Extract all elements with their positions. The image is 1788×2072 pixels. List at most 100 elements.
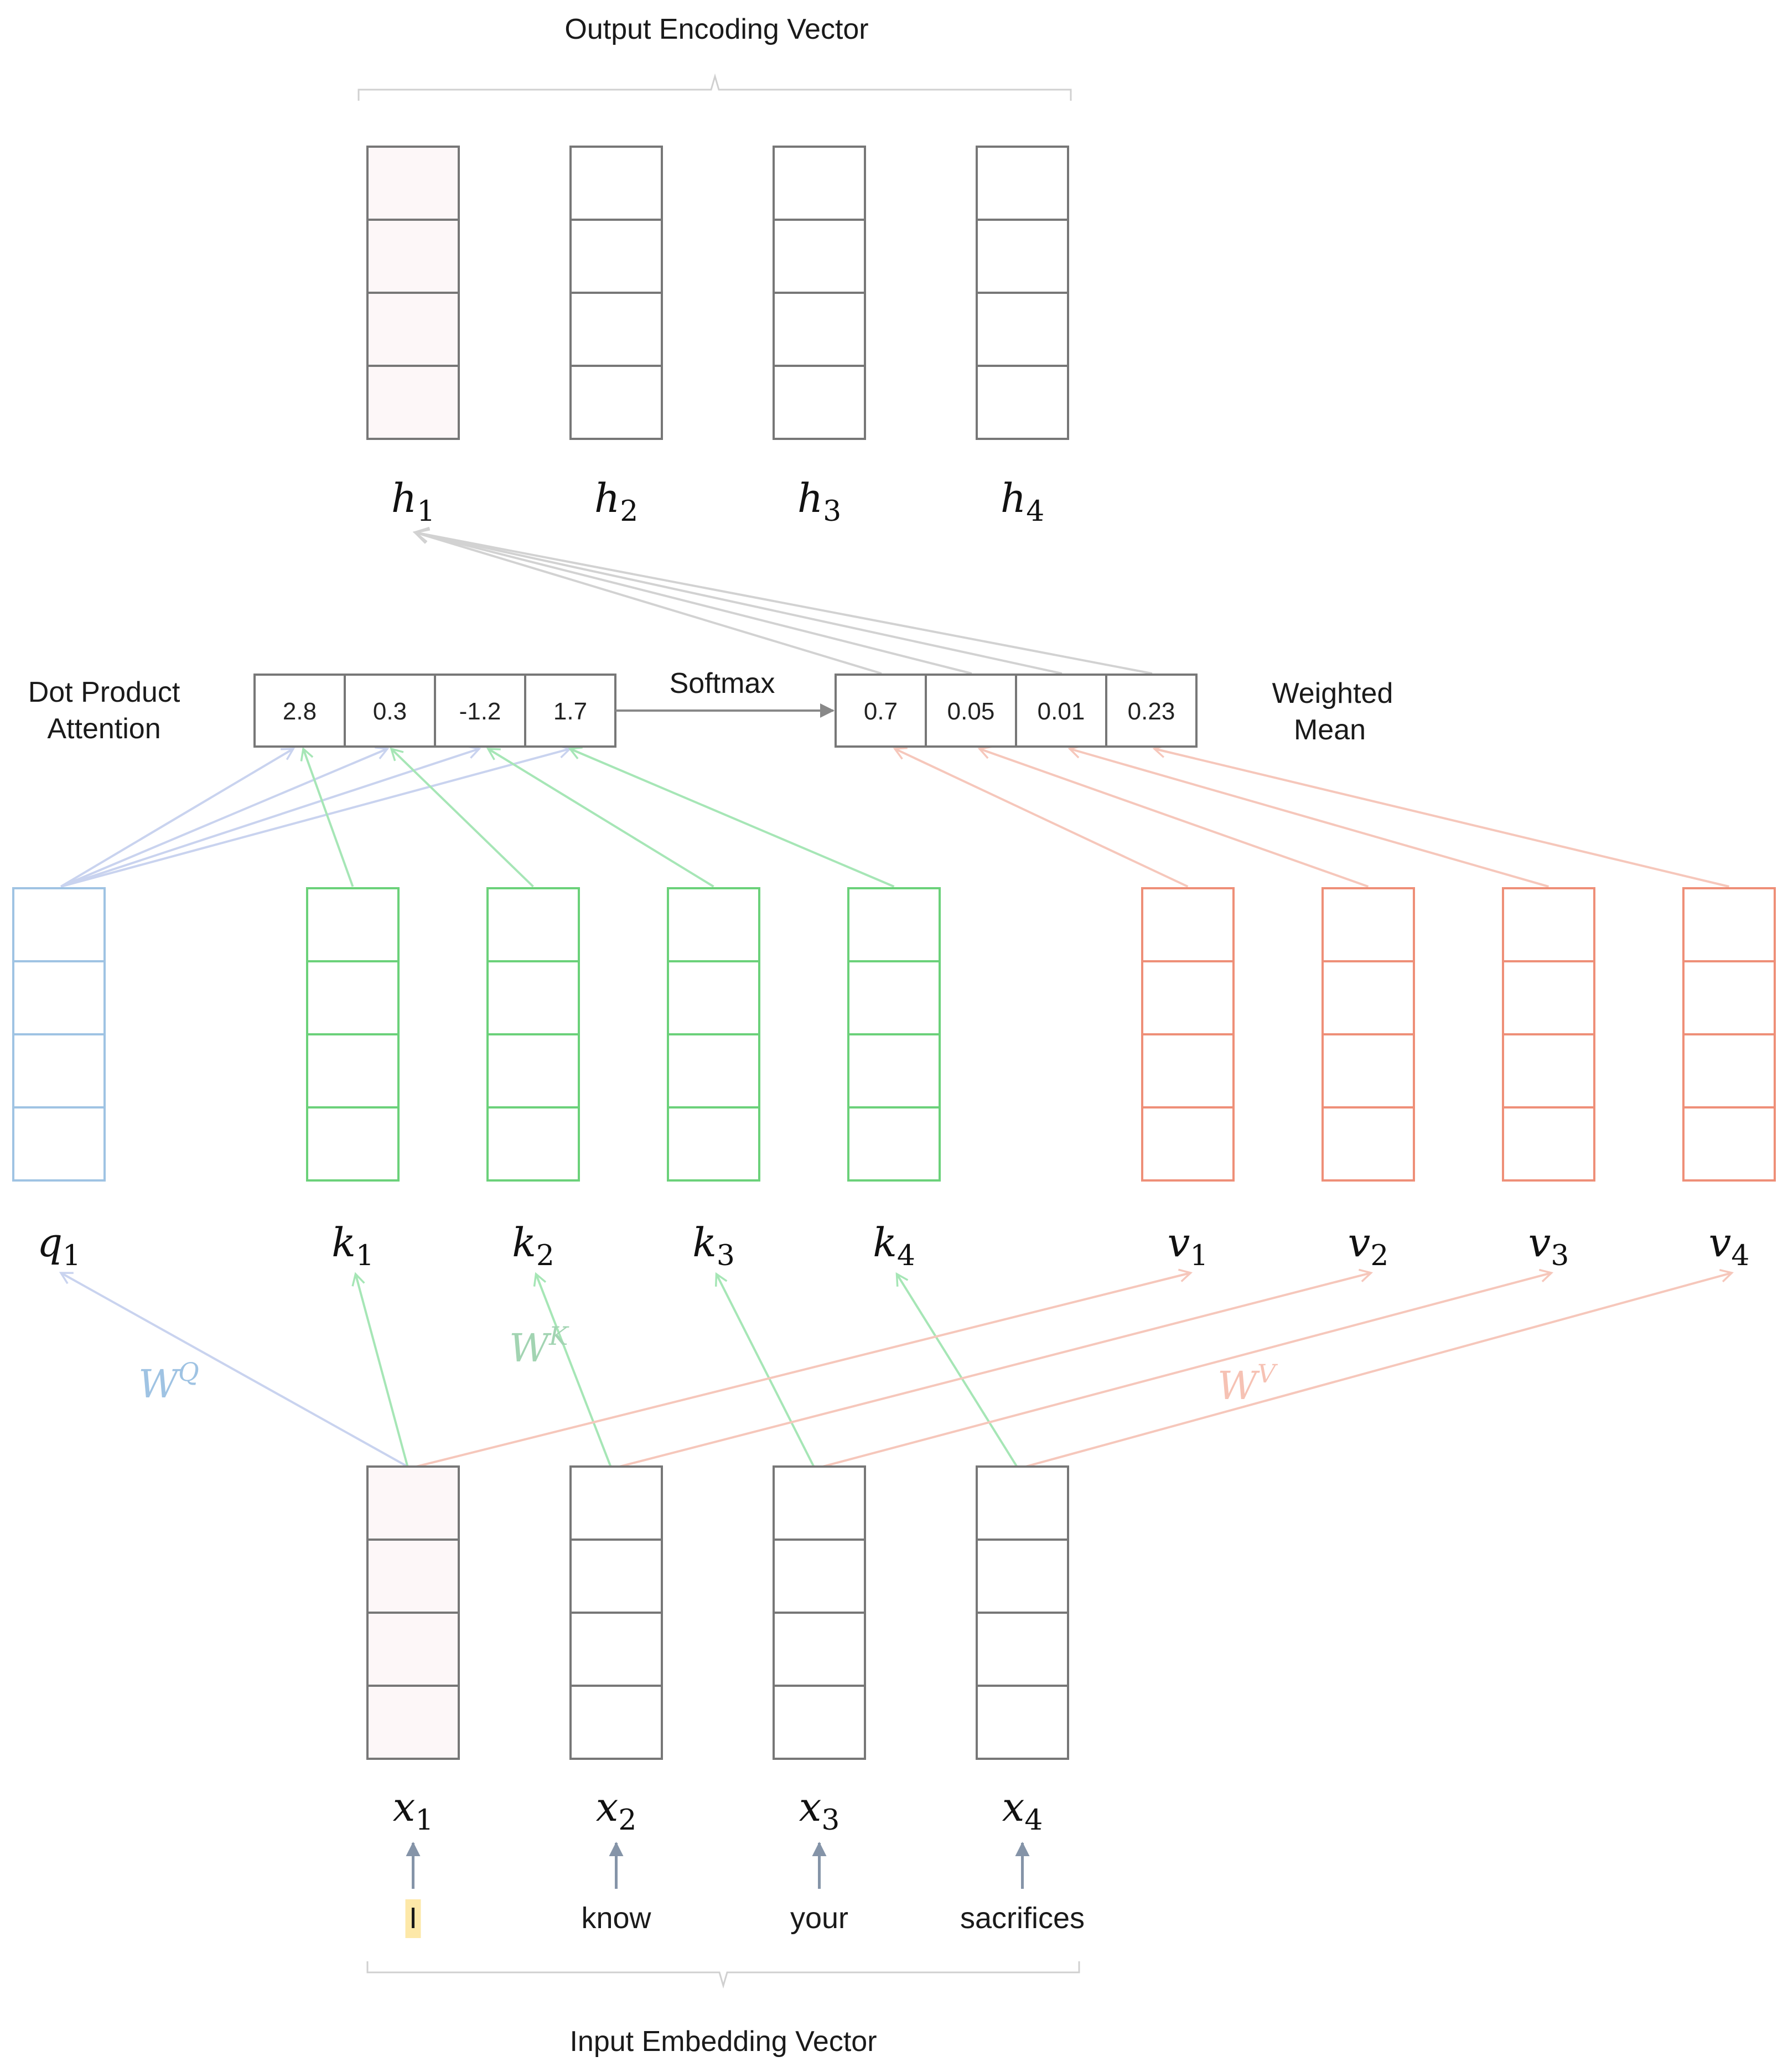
output-label-h4: h4 [1001,475,1044,528]
value-label-v3-base: v [1528,1219,1551,1266]
query-vector-q1-cell [12,887,106,962]
key-label-k4-base: k [873,1219,897,1266]
output-brace [357,73,1072,101]
key-projection-arrow-3 [714,1272,815,1467]
key-vector-k3-cell [667,1033,760,1108]
value-vector-v4-cell [1682,1033,1776,1108]
output-vector-h1 [366,146,460,440]
output-label-h3-base: h [797,475,823,521]
output-label-h4-subscript: 4 [1026,495,1044,528]
input-vector-x3-cell [773,1465,866,1541]
value-projection-arrow-4 [1025,1268,1734,1468]
softmax-weight-value: 0.01 [1038,698,1085,725]
value-label-v3: v3 [1528,1219,1569,1272]
output-label-h1-base: h [391,475,417,521]
softmax-weight-value: 0.7 [864,698,898,725]
output-label-h2-base: h [594,475,620,521]
key-label-k1-base: k [331,1219,356,1266]
output-vector-h2 [569,146,663,440]
attention-score-cell [344,674,436,748]
input-vector-x2-cell [569,1612,663,1687]
value-weight-arrow-4 [1152,744,1729,888]
softmax-weight-cell [925,674,1017,748]
output-vector-h1-cell [366,146,460,221]
value-vector-v2-cell [1321,1033,1415,1108]
output-vector-h3-cell [773,219,866,294]
key-label-k3-base: k [692,1219,717,1266]
softmax-weight-cell [1105,674,1198,748]
value-vector-v2 [1321,887,1415,1182]
key-score-arrow-4 [568,746,895,888]
input-vector-x3-cell [773,1612,866,1687]
dot-product-label-line2: Attention [47,713,160,745]
output-label-h2: h2 [594,475,638,528]
key-vector-k1-cell [306,887,400,962]
value-vector-v2-cell [1321,960,1415,1035]
weighted-mean-arrow-1 [412,528,882,675]
dot-product-label-line1: Dot Product [28,676,180,708]
softmax-weight-value: 0.05 [947,698,995,725]
query-weight-label: WQ [138,1357,199,1407]
value-label-v4-base: v [1709,1219,1732,1266]
key-vector-k4-cell [847,1033,941,1108]
key-label-k2-base: k [512,1219,536,1266]
key-vector-k3-cell [667,887,760,962]
softmax-label: Softmax [670,667,775,700]
key-projection-arrow-4 [895,1272,1018,1468]
output-vector-h4-cell [976,292,1069,367]
softmax-weight-value: 0.23 [1128,698,1175,725]
input-vector-x2-cell [569,1539,663,1614]
attention-score-cell [253,674,346,748]
value-vector-v4-cell [1682,960,1776,1035]
key-vector-k1-cell [306,1106,400,1182]
output-vector-h4-cell [976,219,1069,294]
input-label-x2-base: x [596,1784,619,1830]
query-vector-q1 [12,887,106,1182]
input-label-x4-base: x [1002,1784,1025,1830]
input-vector-x3-cell [773,1539,866,1614]
query-label-q1-subscript: 1 [63,1239,81,1272]
output-label-h3: h3 [797,475,841,528]
key-score-arrow-2 [390,747,534,888]
query-vector-q1-cell [12,1106,106,1182]
input-label-x3-base: x [799,1784,822,1830]
output-vector-h3 [773,146,866,440]
output-vector-h1-cell [366,365,460,440]
output-label-h1-subscript: 1 [417,495,435,528]
key-label-k1: k1 [331,1219,374,1272]
output-vector-h4-cell [976,146,1069,221]
token-word-2: know [581,1902,651,1935]
weighted-mean-arrow-4 [412,526,1153,675]
output-vector-h3-cell [773,146,866,221]
key-score-arrow-1 [300,747,354,887]
input-vector-x1-cell [366,1539,460,1614]
input-vector-x2 [569,1465,663,1760]
output-vector-h2-cell [569,219,663,294]
token-word-4: sacrifices [960,1902,1085,1935]
input-vector-x4-cell [976,1539,1069,1614]
attention-score-value: 1.7 [553,698,587,725]
value-vector-v3 [1502,887,1595,1182]
key-label-k3-subscript: 3 [717,1239,735,1272]
output-label-h1: h1 [391,475,435,528]
input-label-x2: x2 [596,1784,637,1837]
value-projection-arrow-3 [822,1268,1554,1468]
input-vector-x1-cell [366,1612,460,1687]
key-vector-k3 [667,887,760,1182]
value-label-v1-base: v [1168,1219,1190,1266]
value-vector-v3-cell [1502,960,1595,1035]
input-brace [366,1961,1080,1989]
value-vector-v1-cell [1141,1106,1235,1182]
key-score-arrow-3 [486,748,714,888]
key-vector-k4-cell [847,887,941,962]
input-label-x4: x4 [1002,1784,1043,1837]
output-vector-h2-cell [569,365,663,440]
value-weight-arrow-1 [893,747,1189,888]
key-weight-label: WK [509,1321,569,1371]
key-label-k2-subscript: 2 [536,1239,554,1272]
value-vector-v4-cell [1682,887,1776,962]
input-vector-x2-cell [569,1465,663,1541]
key-vector-k1-cell [306,1033,400,1108]
output-vector-h4 [976,146,1069,440]
input-label-x2-subscript: 2 [618,1804,636,1837]
